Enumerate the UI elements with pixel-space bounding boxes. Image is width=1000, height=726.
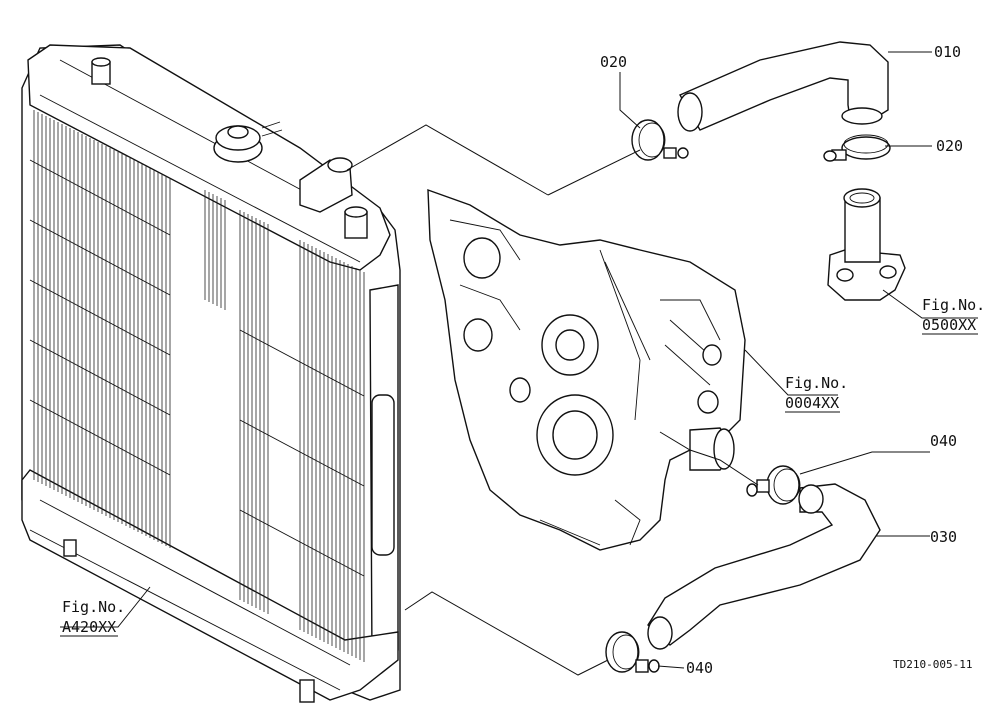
fig-ref-mid-number: 0004XX (785, 394, 839, 412)
fig-ref-mid-label: Fig.No. (785, 374, 848, 392)
callout-040-bottom: 040 (686, 659, 713, 677)
radiator-cap (213, 121, 283, 163)
radiator-core-fins (29, 110, 365, 662)
radiator-assembly (21, 44, 401, 703)
hose-clamp-020-left (631, 119, 689, 161)
thermostat-housing (827, 188, 906, 301)
upper-radiator-hose (677, 41, 889, 132)
gear-case-housing (427, 188, 746, 551)
leader-lines (60, 51, 978, 676)
drawing-code: TD210-005-11 (893, 658, 972, 671)
fig-ref-left-label: Fig.No. (62, 598, 125, 616)
callout-040-top: 040 (930, 432, 957, 450)
callout-030: 030 (930, 528, 957, 546)
callout-020-right: 020 (936, 137, 963, 155)
callout-labels: 010 020 020 040 030 040 (600, 43, 963, 677)
hose-clamp-020-right (823, 134, 891, 162)
fig-ref-top-label: Fig.No. (922, 296, 985, 314)
callout-010: 010 (934, 43, 961, 61)
fig-ref-top-number: 0500XX (922, 316, 976, 334)
hose-clamp-040-bottom (605, 631, 660, 673)
figure-references: Fig.No. 0500XX Fig.No. 0004XX Fig.No. A4… (60, 296, 985, 637)
callout-020-left: 020 (600, 53, 627, 71)
hose-clamp-040-top (746, 465, 801, 505)
fig-ref-left-number: A420XX (62, 618, 116, 636)
lower-radiator-hose (647, 483, 881, 650)
